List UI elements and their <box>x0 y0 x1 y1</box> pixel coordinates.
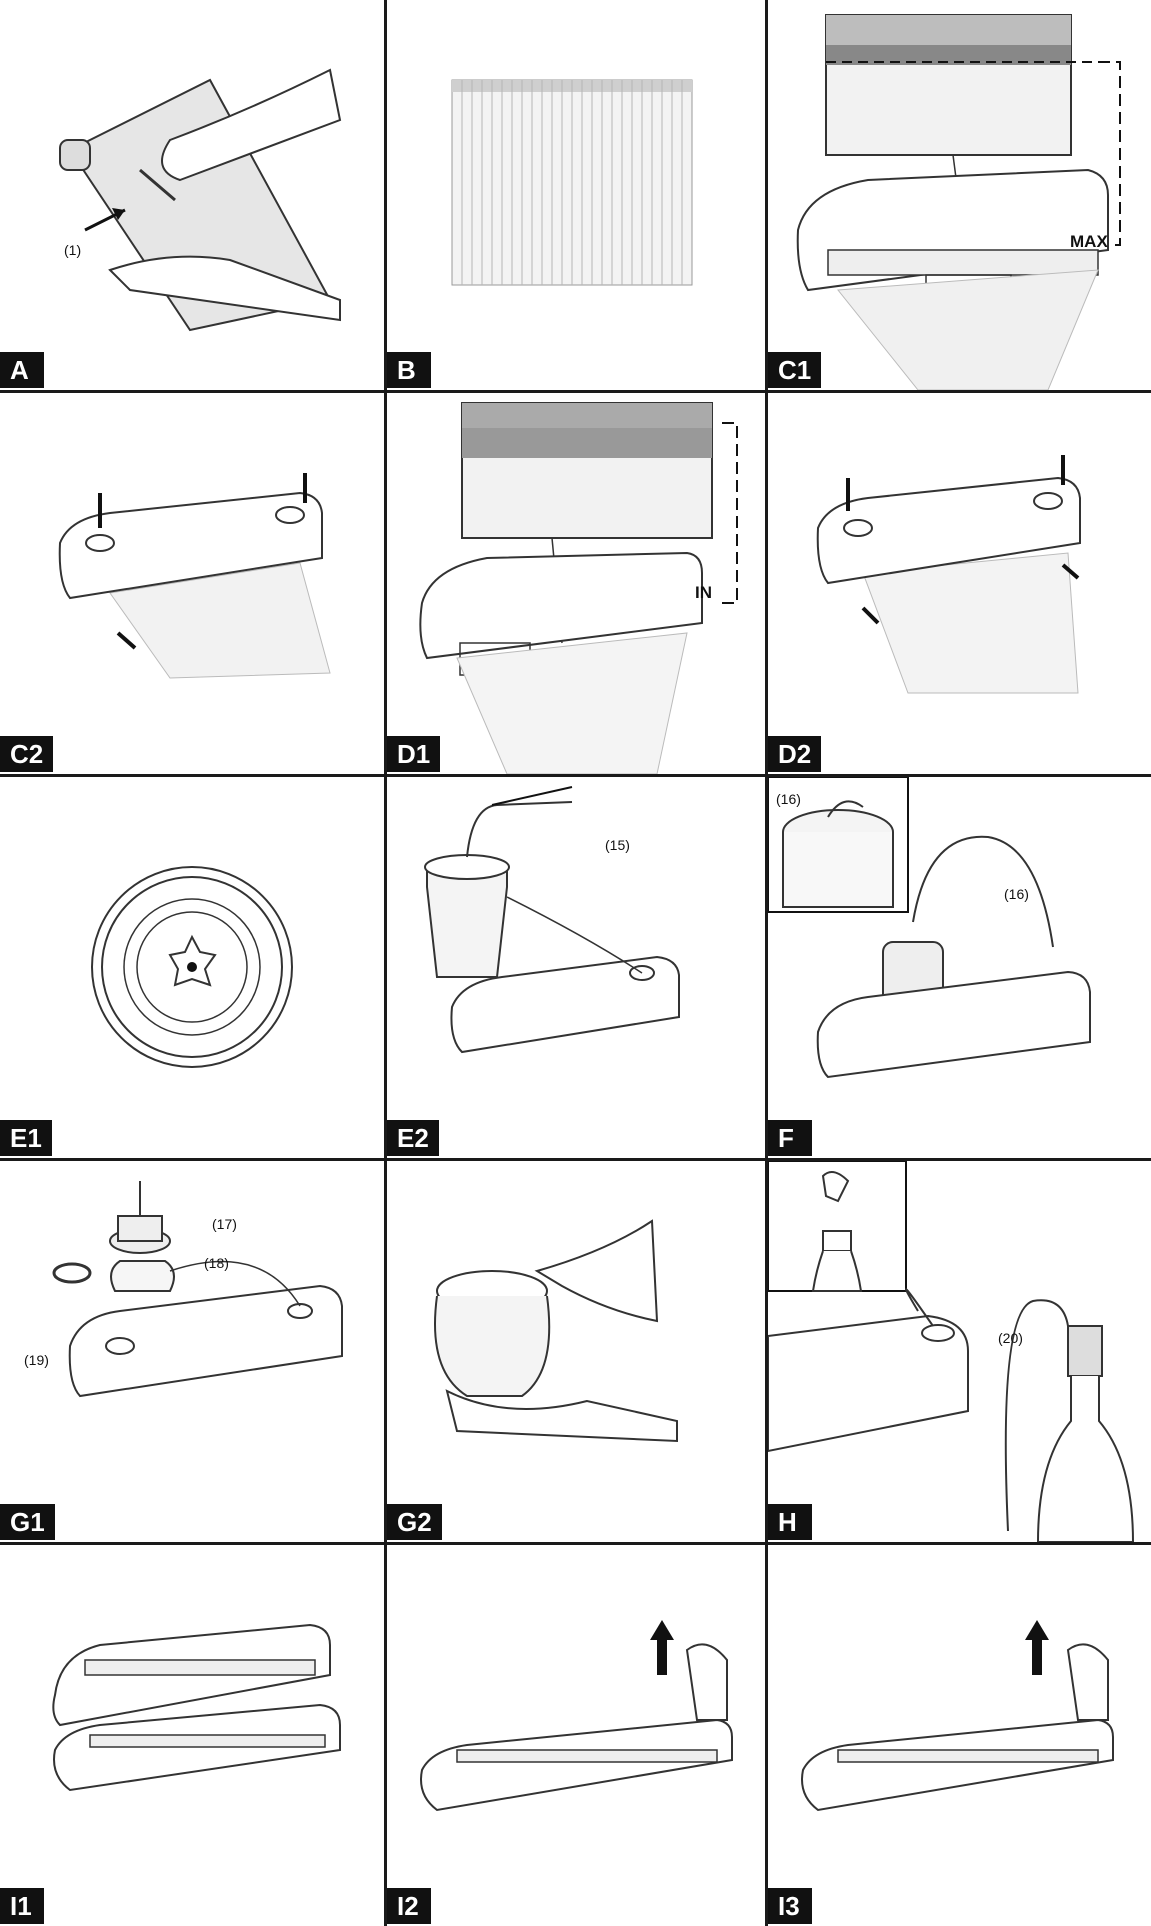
panel-h: (20) H <box>768 1161 1151 1542</box>
callout-19: (19) <box>24 1352 49 1368</box>
panel-g1: (17) (18) (19) G1 <box>0 1161 384 1542</box>
panel-label-g1: G1 <box>0 1504 55 1540</box>
sealer-open-gasket-illustration <box>52 1623 341 1792</box>
callout-18: (18) <box>204 1255 229 1271</box>
panel-label-d2: D2 <box>768 736 822 772</box>
sealer-closed-illustration <box>58 473 331 679</box>
gasket-removal-illustration-2 <box>801 1620 1114 1812</box>
panel-label-b: B <box>387 352 431 388</box>
sealer-canister-illustration <box>768 777 1091 1079</box>
bag-roll-illustration <box>451 79 693 286</box>
callout-16: (16) <box>1004 886 1029 902</box>
panel-label-i3: I3 <box>768 1888 812 1924</box>
sealer-container-hose-illustration <box>424 786 680 1054</box>
panel-b: B <box>387 0 765 390</box>
container-lid-dial-illustration <box>91 866 293 1068</box>
panel-label-i1: I1 <box>0 1888 44 1924</box>
bag-cutting-illustration <box>59 68 342 332</box>
sealer-open-in-illustration <box>419 402 738 774</box>
grid-divider <box>384 0 387 1926</box>
panel-label-d1: D1 <box>387 736 441 772</box>
gasket-removal-illustration <box>420 1620 733 1812</box>
panel-i1: I1 <box>0 1545 384 1926</box>
panel-i2: I2 <box>387 1545 765 1926</box>
panel-label-e1: E1 <box>0 1120 52 1156</box>
callout-15: (15) <box>605 837 630 853</box>
callout-max: MAX <box>1070 232 1108 251</box>
panel-f: (16) (16) F <box>768 777 1151 1158</box>
grid-divider <box>0 1542 1151 1545</box>
callout-17: (17) <box>212 1216 237 1232</box>
bottle-stopper-illustration <box>768 1161 1135 1542</box>
panel-label-c2: C2 <box>0 736 54 772</box>
callout-1: (1) <box>64 242 82 258</box>
grid-divider <box>0 390 1151 393</box>
panel-e1: E1 <box>0 777 384 1158</box>
panel-d1: IN D1 <box>387 393 765 774</box>
panel-label-h: H <box>768 1504 812 1540</box>
panel-d2: D2 <box>768 393 1151 774</box>
callout-in: IN <box>695 583 712 602</box>
panel-i3: I3 <box>768 1545 1151 1926</box>
panel-a: (1) A <box>0 0 384 390</box>
callout-16-inset: (16) <box>776 791 801 807</box>
sealer-open-max-illustration <box>796 14 1121 390</box>
panel-label-i2: I2 <box>387 1888 431 1924</box>
panel-g2: G2 <box>387 1161 765 1542</box>
panel-e2: (15) E2 <box>387 777 765 1158</box>
grid-divider <box>0 774 1151 777</box>
panel-c2: C2 <box>0 393 384 774</box>
panel-label-a: A <box>0 352 44 388</box>
grid-divider <box>765 0 768 1926</box>
callout-20: (20) <box>998 1330 1023 1346</box>
grid-divider <box>0 1158 1151 1161</box>
panel-c1: MAX C1 <box>768 0 1151 390</box>
panel-label-f: F <box>768 1120 812 1156</box>
panel-label-e2: E2 <box>387 1120 439 1156</box>
jar-adapter-illustration <box>52 1181 343 1398</box>
sealer-closed-bag-illustration <box>816 455 1081 694</box>
jar-lid-hand-illustration <box>434 1219 678 1443</box>
panel-label-g2: G2 <box>387 1504 442 1540</box>
panel-label-c1: C1 <box>768 352 822 388</box>
